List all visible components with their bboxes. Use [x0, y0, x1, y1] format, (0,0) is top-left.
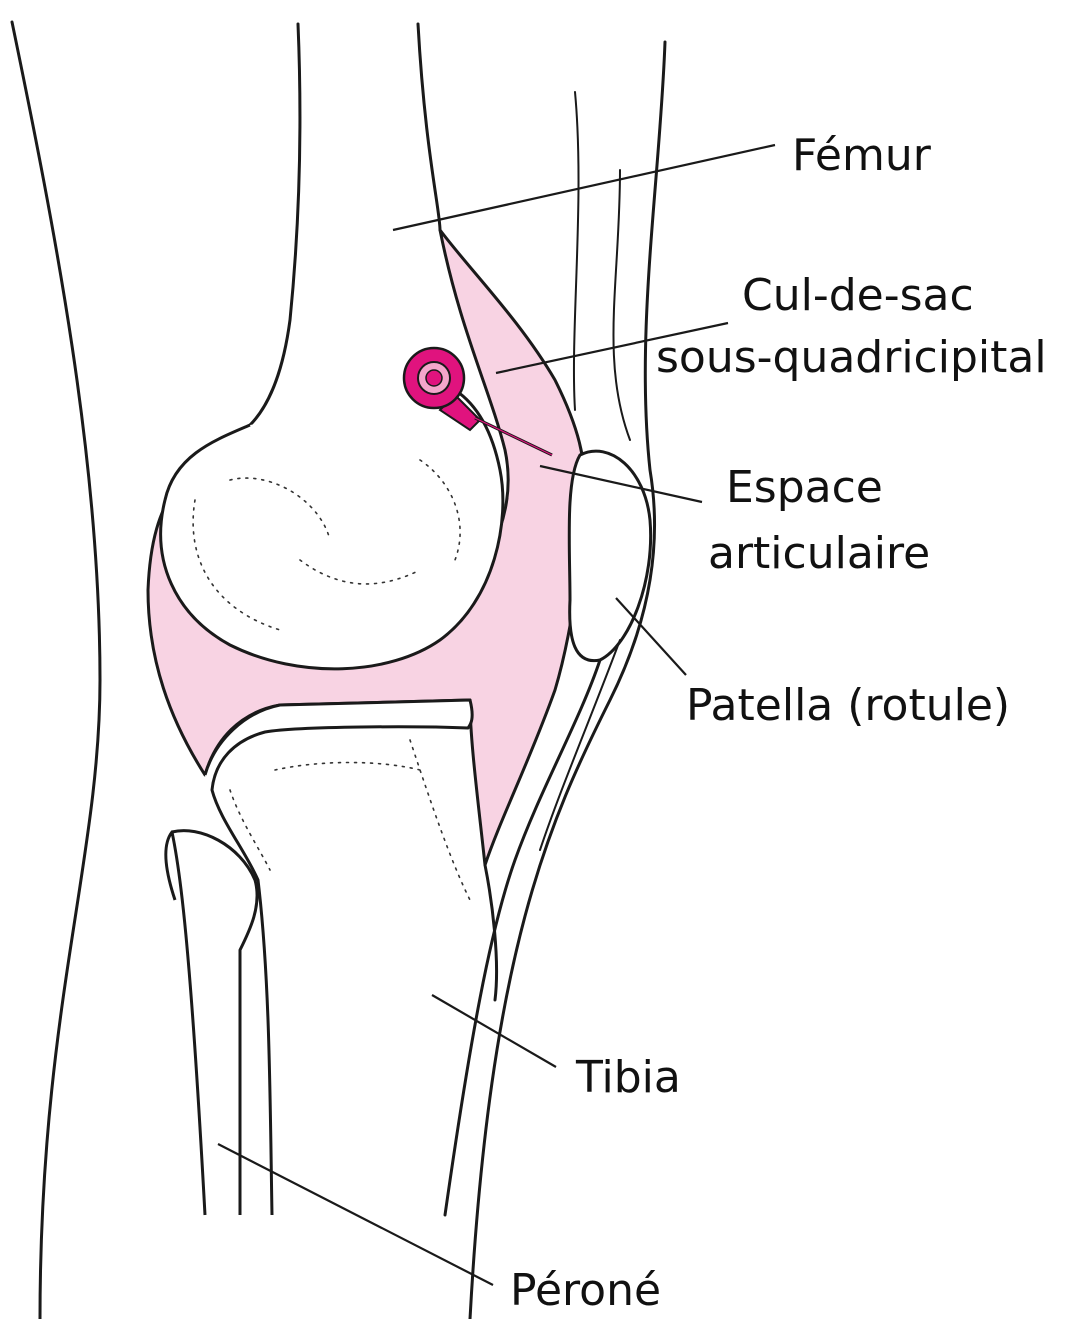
label-espace-2: articulaire [708, 528, 930, 579]
label-cul-de-sac-1: Cul-de-sac [742, 270, 974, 321]
label-espace-1: Espace [726, 462, 883, 513]
tibia [205, 700, 472, 1215]
leg-outline-left [12, 22, 100, 1319]
leader-femur [393, 145, 775, 230]
label-tibia: Tibia [575, 1052, 681, 1103]
label-cul-de-sac-2: sous-quadricipital [656, 332, 1047, 383]
tendon-line-1 [574, 92, 579, 410]
leader-tibia [432, 995, 556, 1067]
label-femur: Fémur [792, 130, 932, 181]
tibia-stipple [230, 740, 470, 900]
tendon-line-2 [613, 170, 630, 440]
label-perone: Péroné [510, 1265, 661, 1316]
label-patella: Patella (rotule) [686, 680, 1010, 731]
tibia-right-edge [485, 865, 497, 1000]
femur-shaft [250, 24, 300, 425]
femur-condyle [161, 390, 503, 669]
quadriceps-line [418, 24, 440, 230]
